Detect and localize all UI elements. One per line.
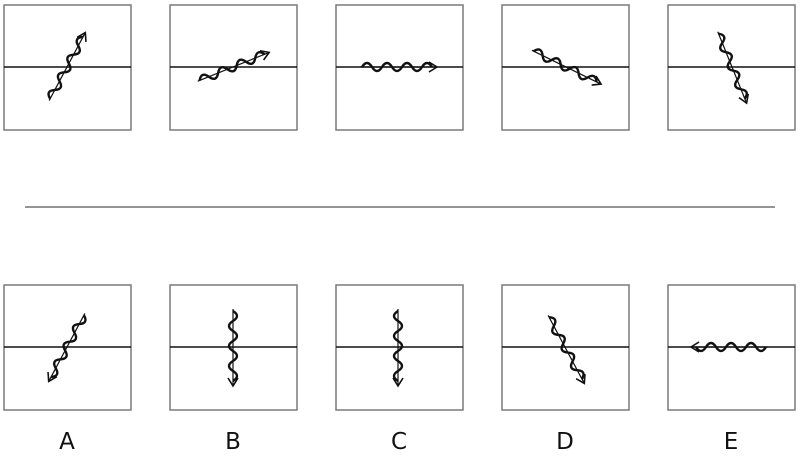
question-panel-4	[501, 4, 630, 131]
answer-option-b[interactable]	[169, 284, 298, 411]
option-label-c: C	[391, 429, 407, 455]
option-label-b: B	[225, 429, 241, 455]
answer-option-c[interactable]	[335, 284, 464, 411]
option-label-d: D	[556, 429, 574, 455]
option-label-a: A	[59, 429, 75, 455]
question-panel-2	[169, 4, 298, 131]
option-label-e: E	[724, 429, 739, 455]
question-panel-3	[335, 4, 464, 131]
answer-row	[3, 284, 796, 411]
answer-option-a[interactable]	[3, 284, 132, 411]
answer-option-d[interactable]	[501, 284, 630, 411]
option-labels: A B C D E	[59, 429, 738, 455]
question-row	[3, 4, 796, 131]
question-panel-5	[667, 4, 796, 131]
answer-option-e[interactable]	[667, 284, 796, 411]
question-panel-1	[3, 4, 132, 131]
